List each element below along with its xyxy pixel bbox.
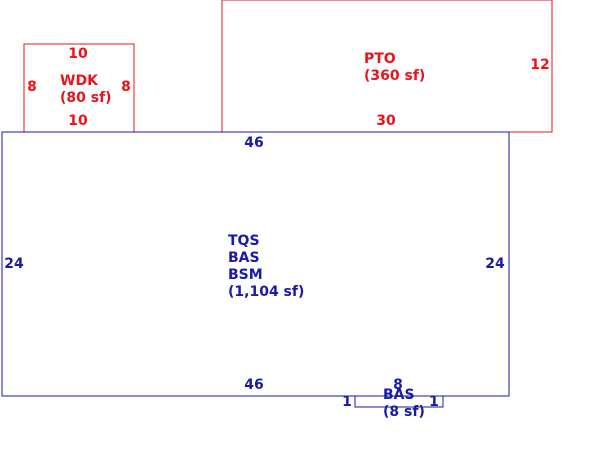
wdk-dim-top: 10 — [68, 46, 88, 62]
main-code2-label: BAS — [228, 250, 260, 266]
pto-dim-right: 12 — [530, 57, 549, 73]
main-area-label: (1,104 sf) — [228, 284, 304, 300]
bas-small-section: 1 1 BAS 8 (8 sf) — [342, 377, 444, 420]
pto-section: PTO (360 sf) 12 30 — [221, 0, 553, 133]
bas-small-dim-top: 8 — [393, 377, 403, 393]
main-code3-label: BSM — [228, 267, 263, 283]
bas-small-area-label: (8 sf) — [383, 404, 425, 420]
main-code1-label: TQS — [228, 233, 260, 249]
main-dim-right: 24 — [485, 256, 505, 272]
wdk-dim-left: 8 — [27, 79, 37, 95]
bas-small-outline — [354, 395, 444, 408]
wdk-section: 10 10 8 8 WDK (80 sf) — [23, 43, 135, 133]
pto-code-label: PTO — [364, 51, 396, 67]
bas-small-dim-left: 1 — [342, 394, 352, 410]
wdk-dim-right: 8 — [121, 79, 131, 95]
wdk-code-label: WDK — [60, 73, 99, 89]
main-dim-top: 46 — [244, 135, 263, 151]
main-outline — [1, 131, 510, 397]
wdk-dim-bottom: 10 — [68, 113, 88, 129]
main-dim-bottom: 46 — [244, 377, 263, 393]
wdk-area-label: (80 sf) — [60, 90, 112, 106]
pto-dim-bottom: 30 — [376, 113, 396, 129]
bas-small-dim-right: 1 — [429, 394, 439, 410]
main-section: 46 46 24 24 TQS BAS BSM (1,104 sf) — [1, 131, 510, 397]
main-dim-left: 24 — [4, 256, 24, 272]
bas-small-code-label: BAS — [383, 387, 415, 403]
pto-area-label: (360 sf) — [364, 68, 425, 84]
